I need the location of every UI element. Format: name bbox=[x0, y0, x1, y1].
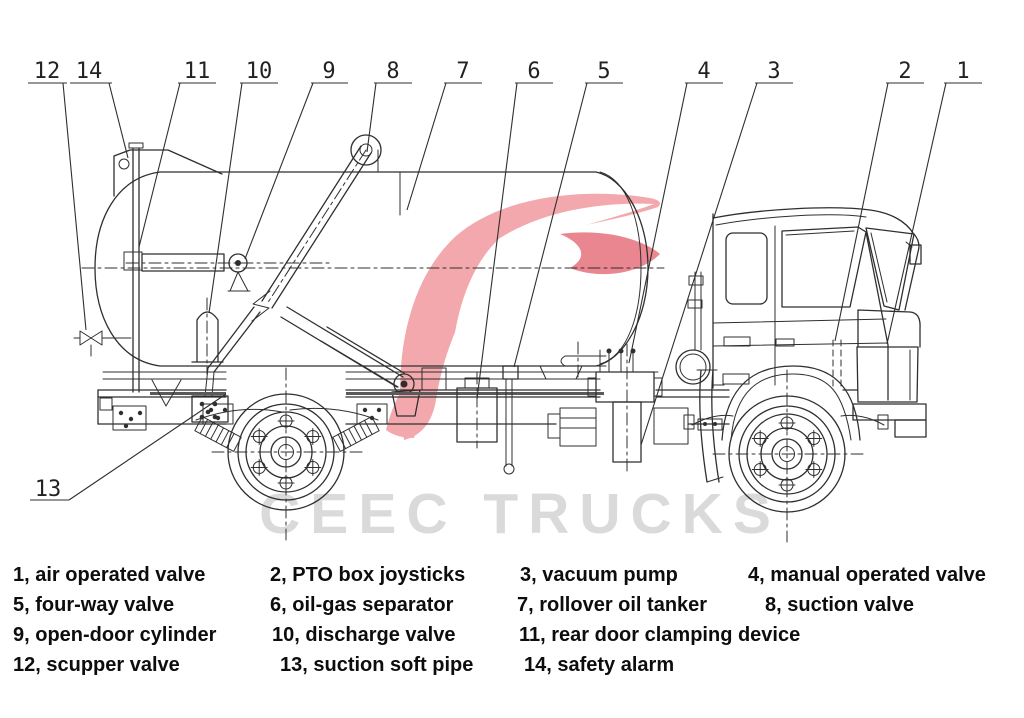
callout-number-14: 14 bbox=[76, 59, 103, 84]
scupper-valve bbox=[73, 330, 132, 357]
leader-line-13 bbox=[68, 393, 227, 501]
legend-item-10: 10, discharge valve bbox=[272, 624, 456, 646]
callout-number-6: 6 bbox=[527, 59, 540, 84]
legend-item-7: 7, rollover oil tanker bbox=[517, 594, 708, 616]
callout-number-9: 9 bbox=[322, 59, 335, 84]
callout-number-1: 1 bbox=[956, 59, 969, 84]
legend-item-1: 1, air operated valve bbox=[13, 564, 206, 586]
watermark-text: CEEC TRUCKS bbox=[259, 482, 781, 546]
oil-gas-separator bbox=[456, 371, 498, 449]
legend-item-8: 8, suction valve bbox=[765, 594, 914, 616]
safety-alarm bbox=[113, 149, 223, 197]
callout-number-13: 13 bbox=[35, 477, 62, 502]
callout-number-12: 12 bbox=[34, 59, 61, 84]
legend-item-2: 2, PTO box joysticks bbox=[270, 564, 466, 586]
leader-line-2 bbox=[834, 82, 889, 342]
watermark-logo bbox=[386, 193, 660, 440]
suction-soft-pipe bbox=[191, 306, 261, 423]
chassis bbox=[97, 365, 858, 431]
front-suspension bbox=[683, 414, 889, 430]
leader-line-14 bbox=[108, 82, 129, 159]
discharge-valve bbox=[191, 297, 224, 375]
callout-number-7: 7 bbox=[456, 59, 469, 84]
callout-number-5: 5 bbox=[597, 59, 610, 84]
four-way-valve bbox=[502, 341, 607, 475]
tank-body bbox=[81, 149, 665, 367]
callout-number-10: 10 bbox=[246, 59, 273, 84]
vacuum-pump bbox=[547, 343, 689, 473]
rear-door-clamping-device bbox=[123, 142, 144, 393]
legend-item-11: 11, rear door clamping device bbox=[519, 624, 801, 646]
leader-line-7 bbox=[406, 82, 447, 211]
mud-guard bbox=[696, 369, 724, 483]
open-door-cylinder bbox=[125, 253, 333, 292]
callout-number-8: 8 bbox=[386, 59, 399, 84]
legend-item-12: 12, scupper valve bbox=[13, 654, 180, 676]
air-reservoir bbox=[675, 271, 711, 385]
leader-line-5 bbox=[513, 82, 588, 368]
leader-line-3 bbox=[640, 82, 758, 446]
leader-line-12 bbox=[62, 82, 87, 331]
legend-item-6: 6, oil-gas separator bbox=[270, 594, 454, 616]
leader-line-8 bbox=[366, 82, 377, 153]
legend-item-13: 13, suction soft pipe bbox=[280, 654, 474, 676]
leader-line-10 bbox=[208, 82, 243, 314]
callout-number-2: 2 bbox=[898, 59, 911, 84]
suction-boom bbox=[251, 134, 382, 322]
leader-line-4 bbox=[628, 82, 688, 364]
legend-item-4: 4, manual operated valve bbox=[748, 564, 986, 586]
truck-cab bbox=[712, 207, 927, 441]
callouts: 12 14 11 10 9 8 7 6 5 4 3 2 1 13 bbox=[28, 59, 982, 502]
callout-number-11: 11 bbox=[184, 59, 211, 84]
leader-line-9 bbox=[244, 82, 314, 260]
legend-item-14: 14, safety alarm bbox=[524, 654, 675, 676]
leader-line-1 bbox=[886, 82, 947, 345]
legend-item-5: 5, four-way valve bbox=[13, 594, 175, 616]
rear-suspension bbox=[194, 403, 388, 452]
leader-line-6 bbox=[476, 82, 518, 400]
callout-number-3: 3 bbox=[767, 59, 780, 84]
callout-number-4: 4 bbox=[697, 59, 710, 84]
legend-item-3: 3, vacuum pump bbox=[520, 564, 678, 586]
leader-line-11 bbox=[138, 82, 181, 248]
legend-item-9: 9, open-door cylinder bbox=[13, 624, 217, 646]
